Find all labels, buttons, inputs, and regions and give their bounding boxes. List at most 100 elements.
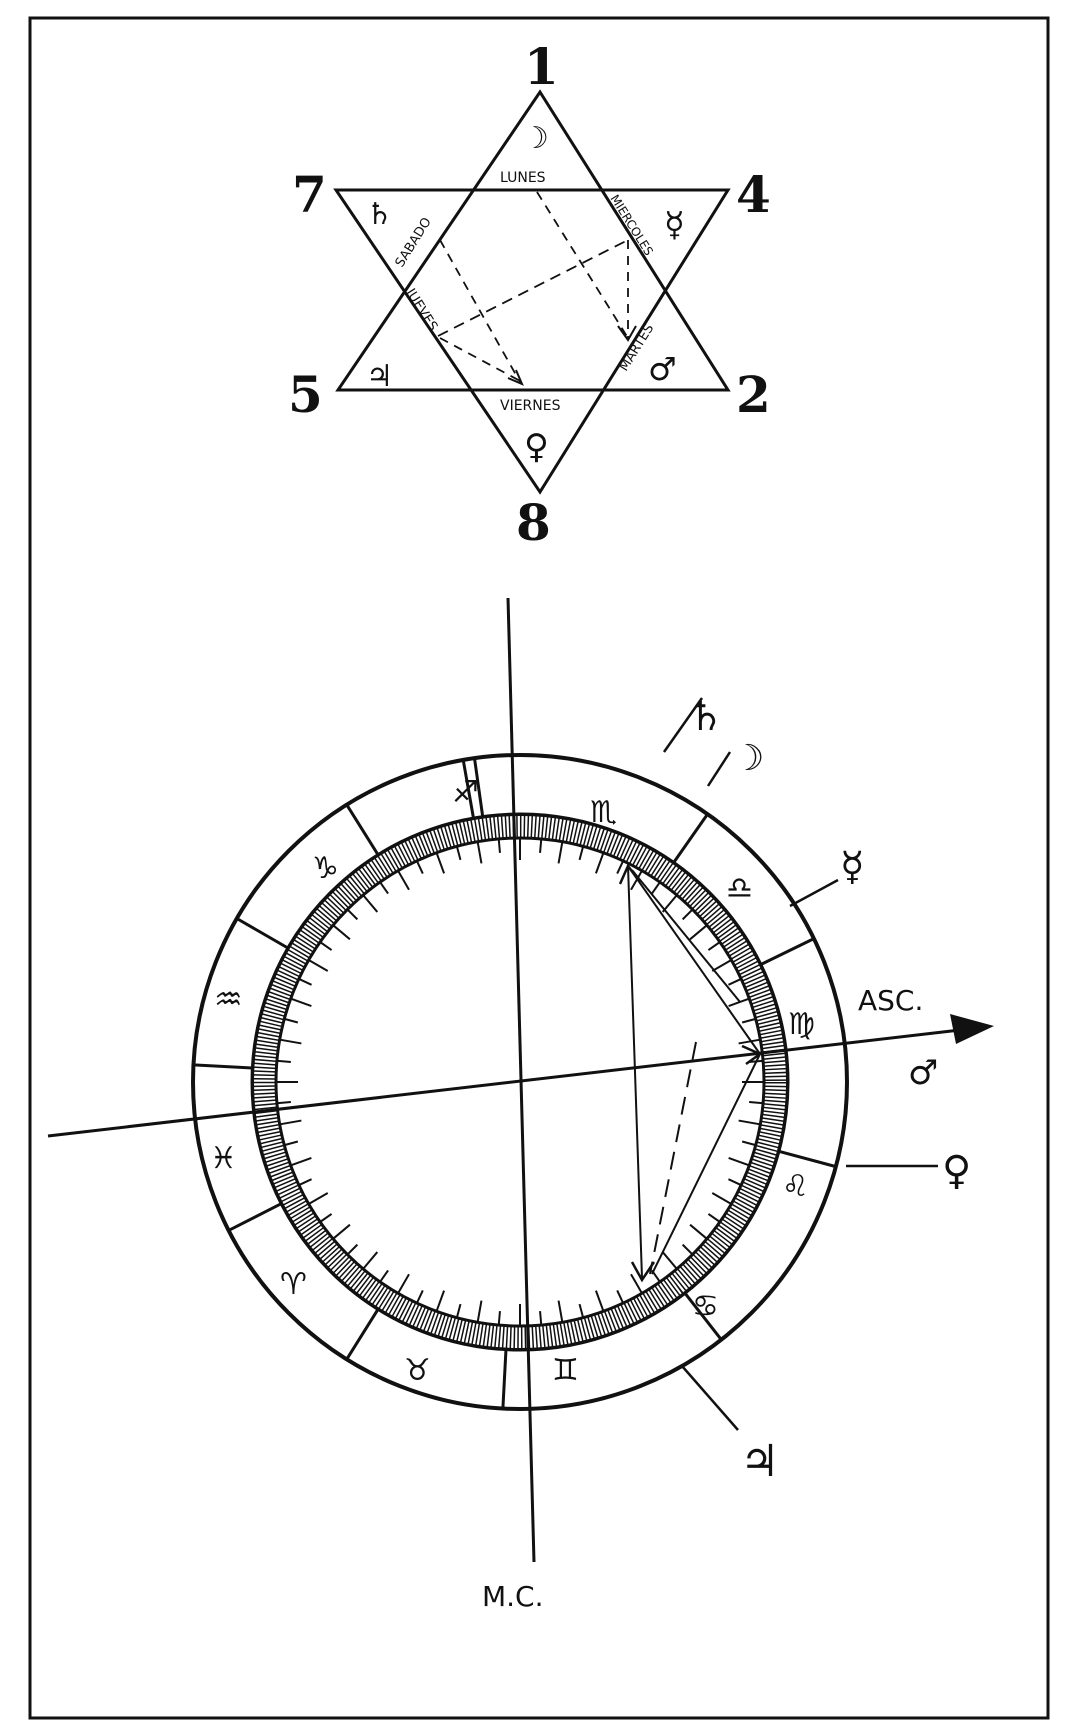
venus-outer-icon: ♀ [942, 1148, 971, 1194]
jupiter-outer-icon: ♃ [740, 1436, 779, 1487]
sign-divider [760, 937, 815, 966]
degree-tick [728, 997, 749, 1008]
degree-tick [539, 839, 543, 853]
degree-tick [291, 1156, 312, 1167]
sign-divider [345, 1308, 380, 1361]
degree-tick [594, 853, 605, 874]
degree-tick [557, 1300, 564, 1322]
degree-tick [320, 941, 333, 951]
mars-icon: ♂ [648, 350, 677, 388]
sign-divider [501, 1349, 508, 1409]
degree-tick [741, 1140, 755, 1146]
saturn-pointer-line [662, 697, 704, 753]
mercury-icon: ☿ [664, 205, 685, 245]
degree-tick [707, 941, 720, 951]
day-label-lunes: LUNES [500, 170, 546, 186]
degree-tick [578, 1303, 584, 1317]
degree-tick [416, 1290, 424, 1303]
day-label-miercoles: MIERCOLES [607, 192, 655, 258]
aspect-lines [618, 863, 763, 1283]
sign-divider [672, 813, 709, 864]
sign-libra-icon: ♎ [726, 871, 753, 906]
sign-divider [778, 1149, 837, 1169]
jupiter-pointer-line [681, 1365, 739, 1431]
dashed-line-lunes-martes [536, 191, 629, 339]
degree-tick [309, 959, 329, 972]
sign-divider [236, 917, 289, 950]
degree-band-edge-outer [252, 814, 788, 1350]
sign-divider [193, 1063, 253, 1070]
degree-tick [379, 882, 389, 895]
sign-divider [683, 1292, 723, 1341]
mercury-outer-icon: ☿ [840, 844, 865, 890]
degree-tick [333, 1223, 351, 1239]
degree-tick [397, 1273, 410, 1293]
vertex-number-bottom: 8 [516, 493, 551, 552]
degree-tick [539, 1311, 543, 1325]
mc-label: M.C. [482, 1580, 544, 1613]
degree-tick [397, 871, 410, 891]
degree-tick [309, 1192, 329, 1205]
degree-tick [711, 959, 731, 972]
degree-tick [711, 1192, 731, 1205]
moon-icon: ☽ [522, 121, 549, 156]
day-label-jueves: JUEVES [402, 285, 440, 334]
degree-tick [616, 1290, 624, 1303]
degree-tick [741, 1018, 755, 1024]
degree-tick [299, 1178, 312, 1186]
astrology-chart: ♐ ♑ ♒ ♓ ♈ ♉ ♊ ♋ ♌ ♍ ♎ ♏ ♄ ☽ ☿ ♂ ♀ ♃ ASC.… [47, 597, 994, 1613]
dashed-line-sabado-viernes [439, 239, 521, 383]
degree-tick [435, 853, 446, 874]
sign-leo-icon: ♌ [782, 1169, 809, 1204]
degree-tick [299, 978, 312, 986]
sign-pisces-icon: ♓ [210, 1141, 237, 1176]
degree-tick [277, 1101, 291, 1105]
degree-tick [630, 871, 643, 891]
degree-tick [291, 997, 312, 1008]
degree-tick [578, 847, 584, 861]
outer-ring [191, 753, 849, 1411]
degree-tick [277, 1059, 291, 1063]
sign-virgo-icon: ♍ [788, 1007, 815, 1042]
degree-tick [630, 1273, 643, 1293]
sign-aquarius-icon: ♒ [214, 980, 243, 1018]
degree-tick [416, 861, 424, 874]
day-label-sabado: SABADO [393, 215, 435, 270]
asc-axis-line [47, 1028, 961, 1138]
asc-arrowhead [950, 1014, 994, 1044]
degree-tick [363, 895, 379, 913]
degree-band-edge-inner [274, 836, 766, 1328]
venus-icon: ♀ [524, 427, 549, 467]
degree-tick [728, 978, 741, 986]
triangle-down [333, 188, 731, 495]
degree-tick [280, 1038, 302, 1045]
sign-scorpio-icon: ♏ [590, 795, 617, 830]
degree-tick [749, 1101, 763, 1105]
degree-tick [497, 1311, 501, 1325]
arrowhead-martes [617, 325, 637, 342]
triangle-up [335, 89, 731, 392]
sign-divider [345, 803, 380, 856]
moon-pointer-line [706, 751, 732, 787]
sign-cancer-icon: ♋ [692, 1289, 719, 1324]
sign-sagittarius-icon: ♐ [452, 775, 479, 810]
degree-tick [476, 842, 483, 864]
degree-tick [689, 925, 707, 941]
vertex-number-upper-right: 4 [736, 165, 771, 224]
degree-tick [594, 1290, 605, 1311]
degree-tick [379, 1269, 389, 1282]
moon-outer-icon: ☽ [732, 738, 764, 779]
asc-label: ASC. [858, 984, 923, 1017]
degree-tick [456, 1303, 462, 1317]
degree-tick [557, 842, 564, 864]
sign-dividers [193, 757, 837, 1409]
sign-divider [473, 757, 485, 817]
sign-capricorn-icon: ♑ [312, 851, 339, 886]
degree-tick [616, 861, 624, 874]
page-frame [28, 16, 1050, 1720]
hexagram: 1 7 4 5 2 8 LUNES VIERNES SABADO JUEVES … [288, 37, 771, 552]
sign-divider [227, 1202, 282, 1232]
arrowhead-viernes [507, 369, 524, 386]
